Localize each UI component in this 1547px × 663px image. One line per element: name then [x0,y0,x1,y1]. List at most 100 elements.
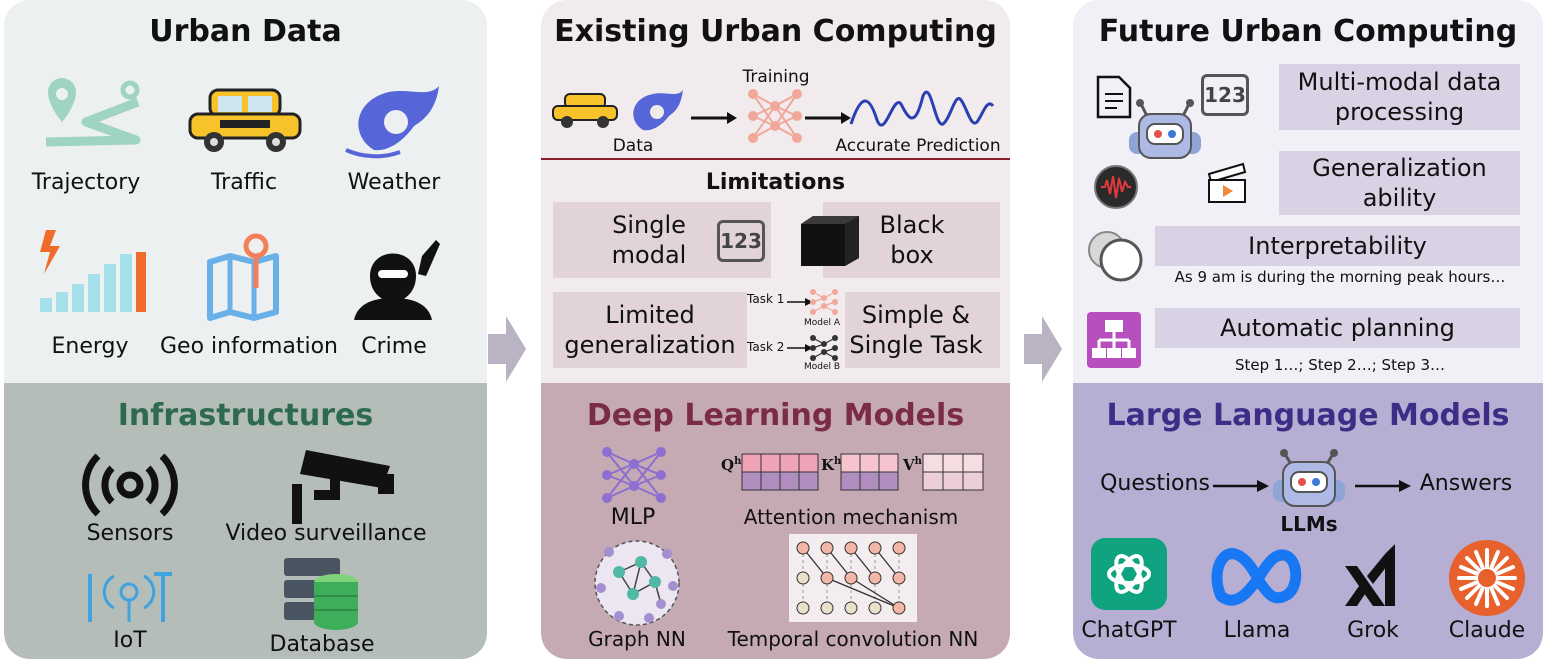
llm-section [1073,383,1543,659]
temporal-convolution-icon [789,534,917,622]
future-title: Future Urban Computing [1098,14,1518,49]
limitations-title: Limitations [705,170,846,195]
automatic-planning-box: Automatic planning [1155,308,1520,348]
flow-arrow-icon [488,316,526,382]
robot-icon [1273,449,1345,507]
model-a-label: Model A [803,318,841,328]
arrow-right-icon [1213,480,1269,492]
video-clip-icon [1207,162,1247,203]
chatgpt-label: ChatGPT [1081,618,1177,643]
llm-title: Large Language Models [1106,398,1510,433]
iot-label: IoT [113,628,147,653]
database-icon [284,558,358,630]
llama-label: Llama [1223,618,1291,643]
flow-arrow-icon [1024,316,1062,382]
llms-label: LLMs [1280,512,1338,536]
number-badge-icon: 123 [717,220,765,262]
neural-network-icon [810,335,838,361]
mlp-network-icon [602,447,666,503]
energy-icon [40,230,146,312]
weather-icon [633,90,683,131]
arrow-right-icon [805,112,851,124]
attention-label: Attention mechanism [743,505,959,529]
planning-example: Step 1…; Step 2…; Step 3… [1234,356,1446,374]
arrow-right-icon [1355,480,1411,492]
claude-label: Claude [1448,618,1526,643]
weather-icon [345,86,439,159]
generalization-box: Generalization ability [1279,151,1520,215]
limited-generalization-label: Limited generalization [564,301,736,359]
meta-llama-logo-icon [1211,548,1302,606]
audio-waveform-icon [1094,165,1138,209]
q-letter: Q [721,456,735,474]
future-urban-computing-panel: Future Urban Computing 123 Multi-modal d… [1073,0,1543,659]
limited-generalization-box [553,292,747,368]
task-1-label: Task 1 [747,292,785,306]
chatgpt-logo-icon [1091,538,1167,610]
sensors-label: Sensors [86,521,174,546]
arrow-right-icon [787,344,813,352]
h-superscript: h [914,456,922,467]
existing-urban-computing-panel: Existing Urban Computing Data Training A… [541,0,1010,659]
graph-nn-label: Graph NN [588,627,686,651]
simple-task-label: Simple & Single Task [849,301,983,359]
map-pin-icon [207,233,279,321]
arrow-right-icon [787,298,813,306]
infrastructures-title: Infrastructures [117,398,374,433]
database-label: Database [269,632,375,657]
existing-title: Existing Urban Computing [554,14,997,49]
training-label: Training [742,67,810,87]
single-modal-label: Single modal [611,211,687,269]
infrastructures-section [4,383,487,659]
energy-label: Energy [51,334,129,359]
number-badge-icon: 123 [1201,74,1249,116]
taxi-icon [552,93,618,128]
tcn-label: Temporal convolution NN [727,627,979,651]
h-superscript: h [834,456,842,467]
k-matrix [840,453,899,491]
h-superscript: h [734,456,742,467]
data-label: Data [612,136,654,156]
grok-label: Grok [1347,618,1399,643]
iot-icon [88,572,172,622]
mlp-label: MLP [610,505,656,530]
answers-label: Answers [1419,471,1513,496]
grok-logo-icon [1345,544,1395,606]
hierarchy-icon [1087,312,1141,368]
questions-label: Questions [1100,471,1210,496]
interpretability-example: As 9 am is during the morning peak hours… [1174,268,1506,286]
urban-data-title: Urban Data [149,14,342,49]
v-matrix [922,453,984,491]
geo-information-label: Geo information [159,334,338,359]
q-matrix [741,453,819,491]
deep-learning-title: Deep Learning Models [586,398,965,433]
trajectory-label: Trajectory [31,170,141,195]
k-letter: K [821,456,835,474]
sensor-icon [82,453,178,517]
trajectory-icon [45,78,141,147]
v-matrix-label: Vh [903,456,922,474]
divider [541,158,1010,160]
robot-icon [1129,99,1201,159]
graph-network-icon [594,540,680,626]
simple-task-box [845,292,1000,368]
weather-label: Weather [347,170,441,195]
wave-icon [849,90,995,127]
document-icon [1096,75,1132,119]
neural-network-icon [810,289,838,315]
neural-network-icon [748,89,802,143]
traffic-label: Traffic [210,170,278,195]
q-matrix-label: Qh [721,456,741,474]
black-box-label: Black box [879,211,945,269]
cctv-camera-icon [292,450,394,524]
interpretability-circles-icon [1088,231,1143,282]
crime-label: Crime [361,334,427,359]
urban-data-panel: Urban Data Trajectory Traffic Weather En… [4,0,487,659]
video-surveillance-label: Video surveillance [225,521,427,546]
model-b-label: Model B [803,362,841,372]
k-matrix-label: Kh [821,456,841,474]
arrow-right-icon [691,112,737,124]
v-letter: V [903,456,915,474]
accurate-prediction-label: Accurate Prediction [835,136,1001,156]
criminal-icon [354,240,440,320]
